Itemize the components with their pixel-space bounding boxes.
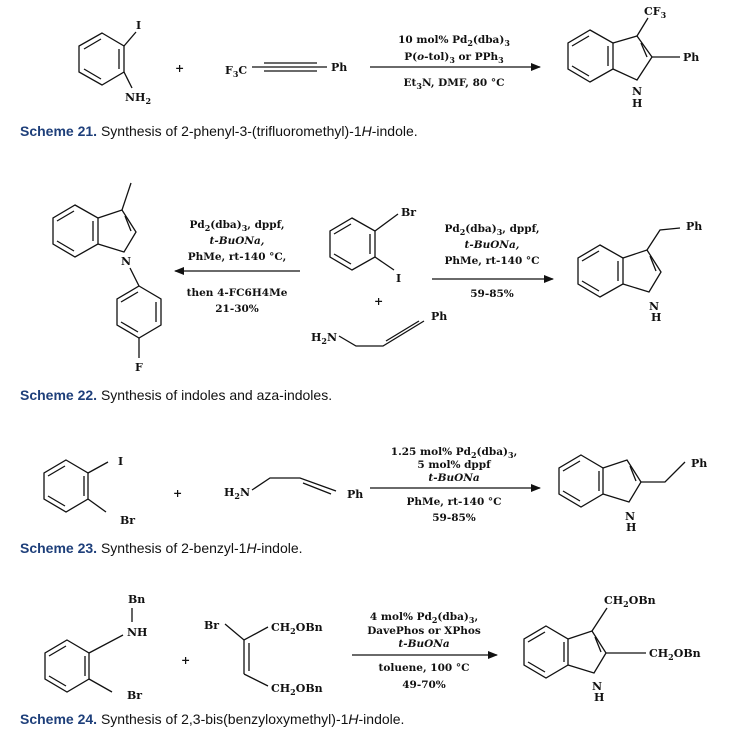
scheme-23: I Br + H2N Ph 1.25 mol% Pd2(dba)3, 5 mol… [20, 446, 707, 556]
atom-cf3: CF3 [644, 5, 667, 20]
condition-2: 5 mol% dppf [417, 459, 492, 471]
bis-benzyloxymethyl-indole-product: CH2OBn CH2OBn N H [523, 594, 701, 704]
atom-ph: Ph [331, 61, 347, 74]
benzylindole-product-23: Ph N H [558, 454, 707, 534]
indole-product-21: CF3 Ph N H [567, 5, 699, 110]
atom-h: H [632, 97, 642, 110]
plus-sign: + [374, 295, 383, 308]
atom-br2: Br [204, 619, 219, 632]
atom-h2n: H2N [311, 331, 337, 346]
atom-right-ph: Ph [686, 220, 702, 233]
scheme-21: I NH2 + F3C Ph 10 mol% Pd2(dba)3 P(o-tol… [20, 5, 699, 139]
atom-product-ph: Ph [683, 51, 699, 64]
left-condition-5: 21-30% [215, 303, 259, 315]
plus-sign: + [175, 62, 184, 75]
atom-ch2obn-2: CH2OBn [271, 682, 323, 697]
atom-i: I [136, 19, 141, 32]
atom-h2n: H2N [224, 486, 250, 501]
condition-5: 49-70% [402, 679, 446, 691]
atom-n: N [625, 510, 635, 523]
right-condition-3: PhMe, rt-140 °C [444, 255, 539, 267]
atom-ph: Ph [347, 488, 363, 501]
n-benzyl-bromoaniline-structure: Bn NH Br [44, 593, 147, 702]
n-aryl-indole-product: N F [52, 182, 162, 374]
atom-right-h: H [651, 311, 661, 324]
atom-br: Br [401, 206, 416, 219]
condition-2: P(o-tol)3 or PPh3 [404, 51, 504, 65]
atom-product-ph: Ph [691, 457, 707, 470]
right-condition-4: 59-85% [470, 288, 514, 300]
scheme-23-caption: Scheme 23. Synthesis of 2-benzyl-1H-indo… [20, 540, 303, 556]
cinnamylamine-structure-23: H2N Ph [224, 477, 363, 501]
condition-4: toluene, 100 °C [379, 662, 470, 674]
left-condition-1: Pd2(dba)3, dppf, [189, 219, 284, 233]
atom-i: I [118, 455, 123, 468]
scheme-24: Bn NH Br + Br CH2OBn CH2OBn 4 mol% Pd2(d… [20, 593, 701, 727]
atom-br: Br [127, 689, 142, 702]
condition-1: 4 mol% Pd2(dba)3, [370, 611, 478, 625]
scheme-22: N F Pd2(dba)3, dppf, t-BuONa, PhMe, rt-1… [20, 182, 702, 403]
condition-4: PhMe, rt-140 °C [406, 496, 501, 508]
condition-2: DavePhos or XPhos [367, 625, 481, 637]
condition-1: 10 mol% Pd2(dba)3 [398, 34, 510, 48]
atom-h: H [626, 521, 636, 534]
atom-n: N [592, 680, 602, 693]
scheme-22-caption: Scheme 22. Synthesis of indoles and aza-… [20, 387, 332, 403]
atom-h: H [594, 691, 604, 704]
condition-3: t-BuONa [428, 472, 479, 484]
cinnamylamine-structure: H2N Ph [311, 310, 447, 347]
atom-ph: Ph [431, 310, 447, 323]
benzylindole-product: Ph N H [577, 220, 702, 324]
atom-left-n: N [121, 255, 131, 268]
condition-3: t-BuONa [398, 638, 449, 650]
atom-i: I [396, 272, 401, 285]
condition-3: Et3N, DMF, 80 °C [404, 77, 505, 91]
plus-sign: + [181, 654, 190, 667]
right-condition-2: t-BuONa, [465, 239, 520, 251]
left-condition-4: then 4-FC6H4Me [187, 287, 288, 299]
alkyne-structure: F3C Ph [225, 61, 347, 79]
scheme-21-caption: Scheme 21. Synthesis of 2-phenyl-3-(trif… [20, 123, 418, 139]
atom-product-ch2obn-2: CH2OBn [649, 647, 701, 662]
bromoiodobenzene-structure: Br I [329, 206, 416, 285]
atom-ch2obn-1: CH2OBn [271, 621, 323, 636]
left-condition-3: PhMe, rt-140 °C, [188, 251, 287, 263]
condition-5: 59-85% [432, 512, 476, 524]
atom-bn: Bn [128, 593, 145, 606]
plus-sign: + [173, 487, 182, 500]
atom-nh2: NH2 [125, 91, 151, 106]
atom-right-n: N [649, 300, 659, 313]
atom-n: N [632, 85, 642, 98]
atom-nh: NH [127, 626, 147, 639]
atom-f: F [135, 361, 143, 374]
iodoaniline-structure: I NH2 [78, 19, 151, 106]
atom-product-ch2obn-1: CH2OBn [604, 594, 656, 609]
dibenzyloxy-butene-structure: Br CH2OBn CH2OBn [204, 619, 323, 697]
right-condition-1: Pd2(dba)3, dppf, [444, 223, 539, 237]
iodobromobenzene-structure: I Br [43, 455, 135, 527]
left-condition-2: t-BuONa, [210, 235, 265, 247]
condition-1: 1.25 mol% Pd2(dba)3, [391, 446, 517, 460]
atom-f3c: F3C [225, 64, 247, 79]
scheme-24-caption: Scheme 24. Synthesis of 2,3-bis(benzylox… [20, 711, 404, 727]
atom-br: Br [120, 514, 135, 527]
